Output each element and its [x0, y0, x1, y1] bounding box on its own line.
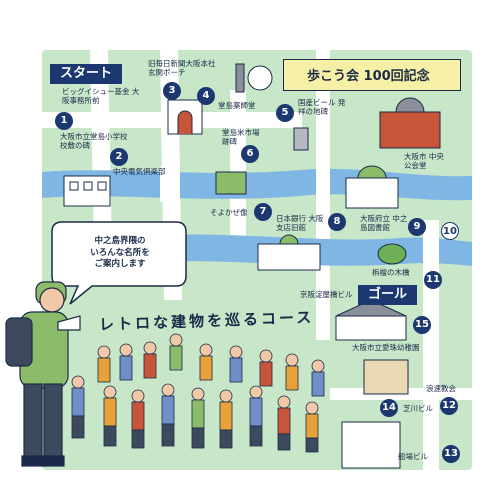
label-keihan: 京阪淀屋橋ビル: [300, 290, 353, 299]
label-naniwa: 浪速教会: [426, 384, 456, 393]
building-senba: [341, 421, 401, 469]
building-yakushido: [235, 63, 273, 93]
label-beer: 国産ビール 発祥の地碑: [298, 98, 346, 116]
building-beermonument: [293, 127, 309, 151]
guide-person: [5, 281, 81, 467]
building-library: [345, 165, 399, 209]
label-shibakawa: 芝川ビル: [403, 404, 433, 413]
bridge-2: [316, 164, 330, 200]
speech-bubble: [51, 221, 187, 305]
label-dojima-school: 大阪市立堂島小学校 校敷の碑: [60, 132, 128, 150]
label-senba: 船場ビル: [398, 452, 428, 461]
label-chuo-denki: 中央電気倶楽部: [113, 167, 166, 176]
building-kome: [215, 171, 247, 195]
label-library: 大阪府立 中之島図書館: [360, 214, 408, 232]
building-boj: [257, 234, 321, 271]
crowd: [71, 333, 325, 453]
building-club: [63, 175, 111, 207]
marker-11: 11: [424, 271, 442, 289]
marker-12: 12: [440, 397, 458, 415]
marker-13: 13: [442, 445, 460, 463]
building-aishu: [335, 299, 407, 341]
marker-3: 3: [163, 82, 181, 100]
building-shibakawa: [363, 359, 409, 395]
bridge-1: [160, 166, 180, 202]
label-komeichi: 堂島米市場 跡碑: [222, 128, 260, 146]
marker-1: 1: [55, 112, 73, 130]
marker-9: 9: [408, 218, 426, 236]
speech-bubble-line: いろんな名所を: [90, 247, 150, 258]
label-yakushido: 堂島薬師堂: [218, 101, 256, 110]
page-title: 歩こう会 100回記念: [307, 69, 430, 84]
marker-6: 6: [241, 145, 259, 163]
building-shinbun: [167, 99, 203, 135]
label-mainichi: 旧毎日新聞大阪本社 玄関ポーチ: [148, 59, 216, 77]
bridge-3: [423, 234, 439, 268]
marker-8: 8: [328, 213, 346, 231]
label-sendan: 栴檀の木橋: [372, 268, 410, 277]
marker-10: 10: [441, 222, 459, 240]
title-box: [283, 59, 461, 91]
marker-4: 4: [197, 87, 215, 105]
speech-bubble-line: 中之島界隈の: [94, 236, 146, 246]
start-flag: スタート: [50, 64, 123, 84]
speech-bubble-text: 中之島界隈の いろんな名所を ご案内します: [72, 236, 168, 271]
marker-7: 7: [254, 203, 272, 221]
marker-14: 14: [380, 399, 398, 417]
road-mid: [230, 90, 246, 250]
goal-flag: ゴール: [358, 285, 418, 305]
marker-5: 5: [276, 104, 294, 122]
marker-15: 15: [413, 316, 431, 334]
speech-bubble-line: ご案内します: [94, 259, 146, 269]
building-koukaido: [379, 97, 441, 149]
marker-2: 2: [110, 148, 128, 166]
label-aishu: 大阪市立愛珠幼稚園: [352, 343, 420, 352]
label-boj: 日本銀行 大阪支店旧館: [276, 214, 324, 232]
label-bigissue: ビッグイシュー基金 大阪事務所前: [62, 87, 140, 105]
label-soyokaze: そよかぜ像: [210, 208, 248, 217]
label-koukaido: 大阪市 中央公会堂: [404, 152, 444, 170]
tree-sendan: [377, 243, 407, 265]
